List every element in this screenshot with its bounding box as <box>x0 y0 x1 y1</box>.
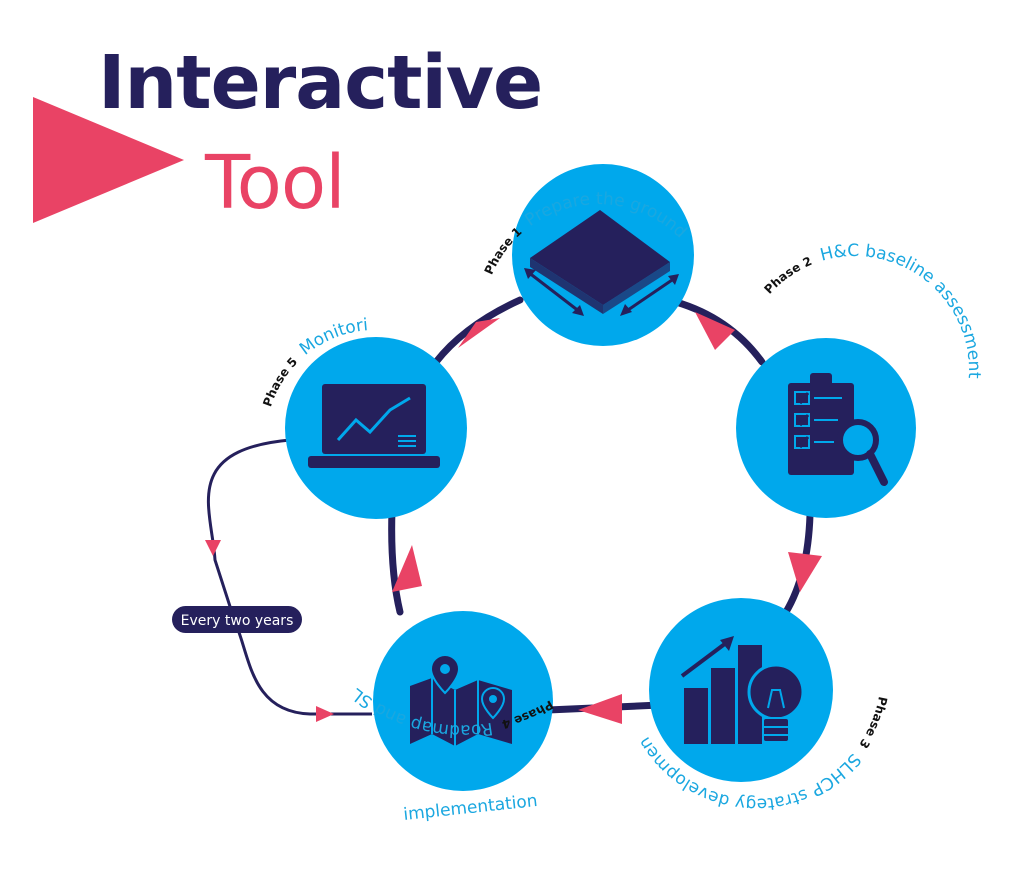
clipboard-search-icon <box>788 373 888 486</box>
bar-chart-lightbulb-icon <box>680 636 805 744</box>
layers-icon <box>524 210 679 316</box>
arrow-1-2-icon <box>695 312 735 350</box>
phase-4-title-line2: implementation <box>402 791 538 825</box>
title-line2: Tool <box>204 140 345 226</box>
phase-2-number: Phase 2 <box>761 254 814 297</box>
loop-connector <box>206 438 372 716</box>
loop-arrow-down-icon <box>205 540 221 556</box>
title-line1: Interactive <box>98 40 542 126</box>
phase-1-node[interactable] <box>512 164 694 346</box>
connector-4-5 <box>388 506 404 616</box>
cycle-arrows <box>205 312 822 724</box>
phase-5-node[interactable] <box>285 337 467 519</box>
phase-3-number: Phase 3 <box>856 695 890 751</box>
connector-1-2 <box>672 298 766 366</box>
every-two-years-badge: Every two years <box>172 606 302 633</box>
laptop-chart-icon <box>308 384 440 468</box>
phase-4-node[interactable] <box>373 611 553 791</box>
connector-5-1 <box>432 296 524 366</box>
title: Interactive Tool <box>33 40 543 226</box>
phase-2-node[interactable] <box>736 338 916 518</box>
loop-arrow-right-icon <box>316 706 334 722</box>
arrow-2-3-icon <box>788 552 822 592</box>
play-triangle-icon <box>33 97 184 223</box>
arrow-3-4-icon <box>578 694 622 724</box>
phase-3-node[interactable] <box>649 598 833 782</box>
arrow-5-1-icon <box>458 318 500 348</box>
map-pin-icon <box>410 653 512 746</box>
arrow-4-5-icon <box>392 545 422 592</box>
badge-label: Every two years <box>181 613 294 629</box>
